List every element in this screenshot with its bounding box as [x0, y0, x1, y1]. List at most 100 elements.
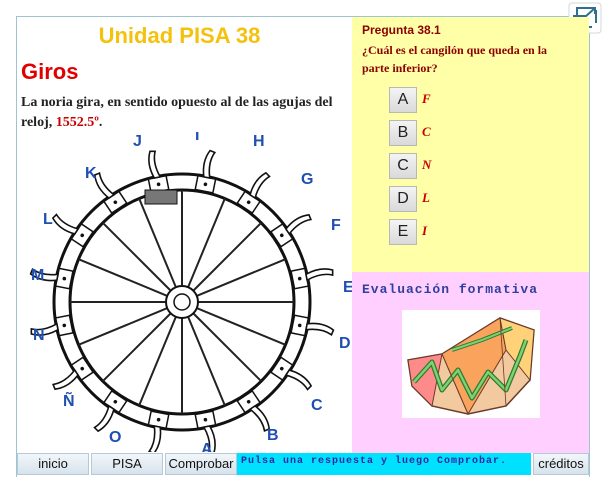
bucket-letter-10: N [33, 327, 45, 344]
wheel-paddle [248, 404, 271, 433]
option-answer-b: C [422, 124, 431, 139]
formative-evaluation-logo[interactable] [402, 310, 540, 418]
wheel-bucket [93, 171, 128, 215]
bucket-letter-2: I [195, 132, 199, 144]
wheel-paddle [284, 213, 313, 236]
wheel-rivet [297, 276, 302, 281]
wheel-spoke [78, 258, 172, 299]
status-message: Pulsa una respuesta y luego Comprobar. [237, 453, 531, 475]
bucket-letter-14: O [109, 429, 121, 446]
wheel-bucket [269, 356, 313, 391]
wheel-bucket [51, 356, 95, 391]
option-button-a[interactable]: A [389, 87, 417, 113]
wheel-rivet [80, 366, 85, 371]
bucket-letter-7: F [331, 217, 341, 234]
wheel-rivet [80, 233, 85, 238]
wheel-bucket [290, 314, 335, 337]
option-button-d[interactable]: D [389, 186, 417, 212]
bucket-letter-1: J [133, 133, 142, 150]
wheel-bucket [290, 267, 334, 290]
bucket-letter-5: G [301, 171, 313, 188]
wheel-bucket [236, 171, 271, 215]
wheel-paddle [202, 425, 216, 452]
creditos-button[interactable]: créditos [533, 453, 589, 475]
wheel-rivet [113, 399, 118, 404]
question-text: ¿Cuál es el cangilón que queda en la par… [362, 43, 548, 75]
statement-period: . [98, 115, 103, 130]
problem-statement: La noria gira, en sentido opuesto al de … [21, 93, 346, 133]
bucket-letter-12: Ñ [63, 390, 75, 410]
wheel-bucket [236, 389, 271, 433]
wheel-rivet [113, 200, 118, 205]
wheel-bucket [147, 150, 170, 194]
wheel-hub [165, 285, 199, 319]
wheel-spoke [102, 222, 175, 295]
bucket-letter-3: H [253, 133, 265, 150]
option-button-e[interactable]: E [389, 219, 417, 245]
wheel-bucket [147, 410, 170, 452]
wheel-spoke [192, 305, 286, 346]
wheel-spoke [78, 305, 172, 346]
wheel-bucket [93, 389, 128, 433]
bucket-letter-8: M [31, 267, 44, 284]
wheel-spoke [192, 258, 286, 299]
inicio-button[interactable]: inicio [17, 453, 89, 475]
wheel-bucket [194, 149, 217, 194]
bucket-letter-11: D [339, 335, 351, 352]
section-title: Giros [21, 59, 79, 84]
option-answer-d: L [422, 190, 430, 205]
evaluation-panel: Evaluación formativa [352, 272, 589, 453]
option-answer-a: F [422, 91, 431, 106]
wheel-paddle [284, 369, 313, 391]
wheel-paddle [29, 267, 60, 282]
wheel-bucket [51, 213, 95, 248]
wheel-paddle [305, 268, 334, 282]
statement-text: La noria gira, en sentido opuesto al de … [21, 95, 333, 130]
evaluation-title: Evaluación formativa [362, 282, 539, 297]
wheel-bucket [29, 267, 74, 290]
question-panel: Pregunta 38.1 ¿Cuál es el cangilón que q… [352, 17, 589, 272]
wheel-spoke [102, 309, 175, 382]
wheel-paddle [304, 322, 335, 337]
option-button-c[interactable]: C [389, 153, 417, 179]
option-answer-e: I [422, 223, 428, 238]
page-title: Unidad PISA 38 [98, 23, 261, 48]
wheel-hatched-block [144, 189, 178, 205]
wheel-paddle [30, 322, 59, 336]
wheel-paddle [93, 171, 116, 200]
wheel-rivet [62, 323, 67, 328]
wheel-rivet [156, 182, 161, 187]
wheel-spoke [189, 309, 262, 382]
bucket-letter-4: K [85, 165, 97, 182]
wheel-outer-rim [52, 172, 312, 432]
wheel-paddle [93, 404, 115, 433]
wheel-rivet [246, 200, 251, 205]
bottom-toolbar: inicio PISA Comprobar Pulsa una respuest… [17, 453, 589, 477]
wheel-rivet [297, 323, 302, 328]
wheel-paddle [202, 149, 217, 180]
wheel-rivet [279, 233, 284, 238]
wheel-paddle [51, 213, 80, 235]
pisa-button[interactable]: PISA [91, 453, 163, 475]
wheel-paddle [147, 424, 162, 452]
wheel-rivet [203, 417, 208, 422]
wheel-rivet [279, 366, 284, 371]
wheel-rivet [62, 276, 67, 281]
wheel-spoke [138, 198, 179, 292]
wheel-spoke [138, 312, 179, 406]
option-button-b[interactable]: B [389, 120, 417, 146]
comprobar-button[interactable]: Comprobar [165, 453, 237, 475]
wheel-paddle [51, 368, 80, 391]
wheel-rivet [203, 182, 208, 187]
rotation-angle: 1552.5º [55, 115, 99, 130]
problem-panel: Unidad PISA 38 Giros La noria gira, en s… [17, 17, 352, 452]
wheel-rivet [156, 417, 161, 422]
wheel-spoke [185, 198, 226, 292]
bucket-letter-15: B [267, 427, 279, 444]
wheel-spoke [185, 312, 226, 406]
bucket-letter-13: C [311, 397, 323, 414]
option-answer-c: N [422, 157, 432, 172]
wheel-paddle [148, 150, 162, 179]
wheel-rivet [246, 399, 251, 404]
